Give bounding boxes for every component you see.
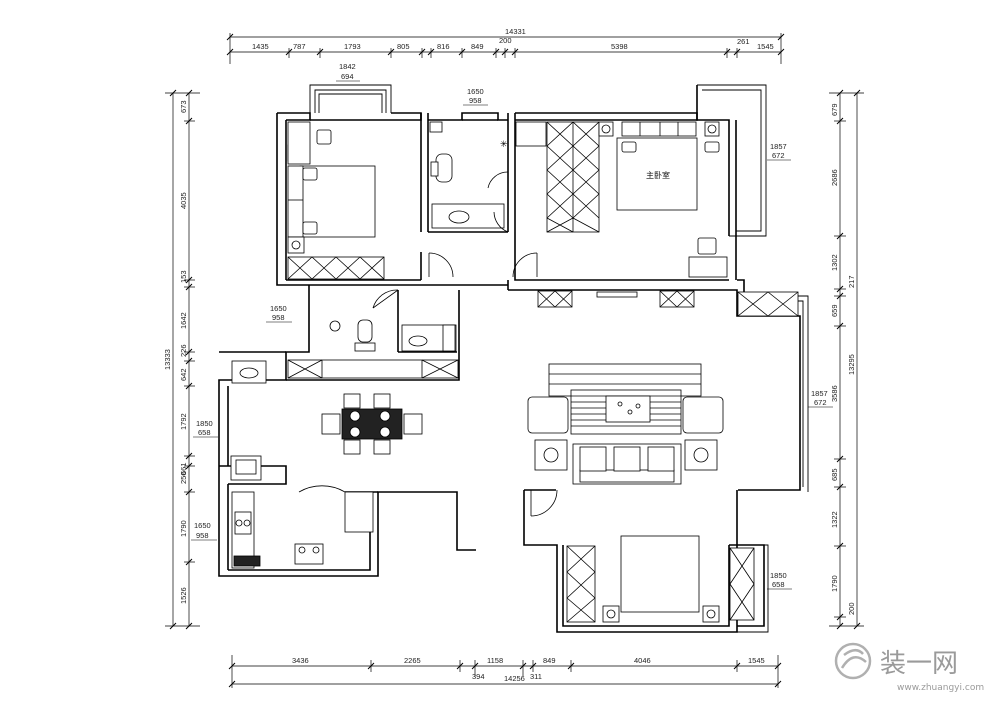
dim-right-7: 685 [830, 468, 839, 481]
window-tags: 1842 694 1650 958 1857 672 1650 958 1850… [191, 62, 833, 590]
dim-right-2: 2686 [830, 169, 839, 186]
dim-left-9: 661 [179, 462, 188, 475]
dim-top-2: 787 [293, 42, 306, 51]
dim-bottom-3: 1158 [487, 656, 503, 665]
dim-top-7: 200 [499, 36, 512, 45]
dim-right-8: 1322 [830, 511, 839, 528]
dim-right-6: 3586 [830, 385, 839, 402]
dim-left-5: 226 [179, 344, 188, 357]
dim-left-4: 1642 [179, 312, 188, 329]
dim-top-8: 5398 [611, 42, 628, 51]
window-tag-tc-1: 1650 [467, 87, 484, 96]
dim-left-3: 153 [179, 270, 188, 283]
dim-left-6: 642 [179, 368, 188, 381]
watermark-logo-icon [834, 642, 872, 680]
dim-right-5: 659 [830, 304, 839, 317]
window-tag-lm-1: 1650 [270, 304, 287, 313]
window-tag-living-1: 1857 [811, 389, 828, 398]
window-tag-dining-1: 1850 [196, 419, 213, 428]
window-tag-br3-2: 658 [772, 580, 785, 589]
dim-right-9: 1790 [830, 575, 839, 592]
window-tag-tc-2: 958 [469, 96, 482, 105]
room-label-master-bedroom: 主卧室 [646, 170, 670, 180]
window-tag-master-2: 672 [772, 151, 785, 160]
dim-bottom-6: 1545 [748, 656, 765, 665]
dim-bottom-small-2: 311 [530, 672, 542, 681]
top-dimensions [229, 33, 782, 64]
watermark-brand: 装一网 [880, 649, 958, 679]
window-tag-tl-2: 694 [341, 72, 354, 81]
watermark: 装一网 www.zhuangyi.com [834, 642, 984, 693]
dim-bottom-total: 14256 [504, 674, 525, 683]
dim-right-10: 200 [847, 602, 856, 615]
kitchen-fixtures [230, 455, 374, 569]
dim-top-total: 14331 [505, 27, 526, 36]
dim-right-total: 13295 [847, 354, 856, 375]
window-tag-master-1: 1857 [770, 142, 787, 151]
bottom-dimensions [231, 655, 779, 688]
window-tag-lm-2: 958 [272, 313, 285, 322]
window-tag-kitchen-2: 958 [196, 531, 209, 540]
dim-left-1: 673 [179, 100, 188, 113]
window-tag-tl-1: 1842 [339, 62, 356, 71]
bathroom-1-fixtures: ✳ [429, 121, 508, 229]
dining-table [321, 393, 423, 455]
dim-left-2: 4035 [179, 192, 188, 209]
doors [298, 171, 558, 517]
dim-bottom-2: 2265 [404, 656, 421, 665]
dim-top-9: 261 [737, 37, 750, 46]
dim-top-5: 816 [437, 42, 450, 51]
dim-left-10: 1790 [179, 520, 188, 537]
dim-top-3: 1793 [344, 42, 361, 51]
dim-left-8: 250 [179, 471, 188, 484]
dim-left-11: 1526 [179, 587, 188, 604]
dim-top-4: 805 [397, 42, 410, 51]
bathroom-2-fixtures [231, 319, 459, 384]
dim-right-1: 679 [830, 103, 839, 116]
dim-bottom-small-1: 394 [472, 672, 485, 681]
bedroom-3-furniture [566, 535, 755, 623]
window-tag-living-2: 672 [814, 398, 827, 407]
window-tag-kitchen-1: 1650 [194, 521, 211, 530]
window-tag-br3-1: 1850 [770, 571, 787, 580]
dim-top-1: 1435 [252, 42, 269, 51]
svg-text:✳: ✳ [500, 139, 508, 149]
dim-left-7: 1792 [179, 413, 188, 430]
dim-bottom-1: 3436 [292, 656, 309, 665]
watermark-url: www.zhuangyi.com [897, 683, 984, 693]
dim-right-4: 217 [847, 275, 856, 288]
bedroom-2-furniture [287, 121, 385, 280]
dim-bottom-5: 4046 [634, 656, 651, 665]
dim-bottom-4: 849 [543, 656, 556, 665]
wardrobe-master [515, 121, 799, 317]
dim-top-6: 849 [471, 42, 484, 51]
dim-top-10: 1545 [757, 42, 774, 51]
window-tag-dining-2: 658 [198, 428, 211, 437]
dim-left-total: 13333 [163, 349, 172, 370]
dim-right-3: 1302 [830, 254, 839, 271]
living-room-furniture [527, 363, 724, 485]
